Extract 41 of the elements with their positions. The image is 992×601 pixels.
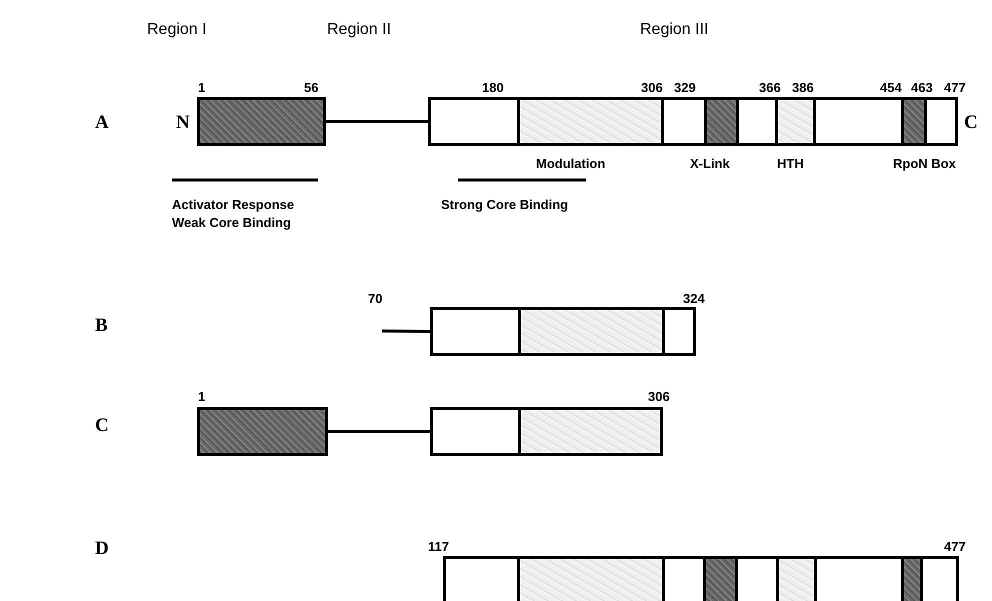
protein-domain-bar bbox=[197, 407, 328, 456]
residue-number: 1 bbox=[198, 390, 206, 403]
function-label: Strong Core Binding bbox=[441, 198, 568, 211]
function-label: Weak Core Binding bbox=[172, 216, 291, 229]
linker-line bbox=[326, 120, 428, 123]
terminus-label: N bbox=[176, 113, 190, 132]
residue-number: 306 bbox=[641, 81, 663, 94]
protein-domain-bar bbox=[430, 407, 663, 456]
region-label: Region II bbox=[327, 22, 392, 38]
domain-label: HTH bbox=[777, 157, 804, 170]
residue-number: 366 bbox=[759, 81, 781, 94]
residue-number: 1 bbox=[198, 81, 206, 94]
residue-number: 386 bbox=[792, 81, 814, 94]
residue-number: 454 bbox=[880, 81, 902, 94]
residue-number: 463 bbox=[911, 81, 933, 94]
residue-number: 329 bbox=[674, 81, 696, 94]
function-label: Activator Response bbox=[172, 198, 294, 211]
residue-number: 180 bbox=[482, 81, 504, 94]
panel-letter: C bbox=[95, 416, 109, 435]
protein-domain-bar bbox=[430, 307, 696, 356]
residue-number: 477 bbox=[944, 540, 966, 553]
panel-letter: D bbox=[95, 539, 109, 558]
panel-letter: A bbox=[95, 113, 109, 132]
domain-label: X-Link bbox=[690, 157, 730, 170]
domain-label: RpoN Box bbox=[893, 157, 956, 170]
residue-number: 324 bbox=[683, 292, 705, 305]
panel-letter: B bbox=[95, 316, 108, 335]
region-label: Region III bbox=[640, 22, 708, 38]
protein-domain-bar bbox=[428, 97, 958, 146]
region-label: Region I bbox=[147, 22, 207, 38]
linker-line bbox=[328, 430, 430, 433]
domain-label: Modulation bbox=[536, 157, 606, 170]
protein-domain-bar bbox=[443, 556, 959, 601]
residue-number: 70 bbox=[368, 292, 382, 305]
protein-domain-bar bbox=[197, 97, 326, 146]
residue-number: 56 bbox=[304, 81, 318, 94]
linker-line bbox=[382, 330, 430, 333]
residue-number: 477 bbox=[944, 81, 966, 94]
residue-number: 306 bbox=[648, 390, 670, 403]
residue-number: 117 bbox=[428, 540, 449, 553]
terminus-label: C bbox=[964, 113, 978, 132]
